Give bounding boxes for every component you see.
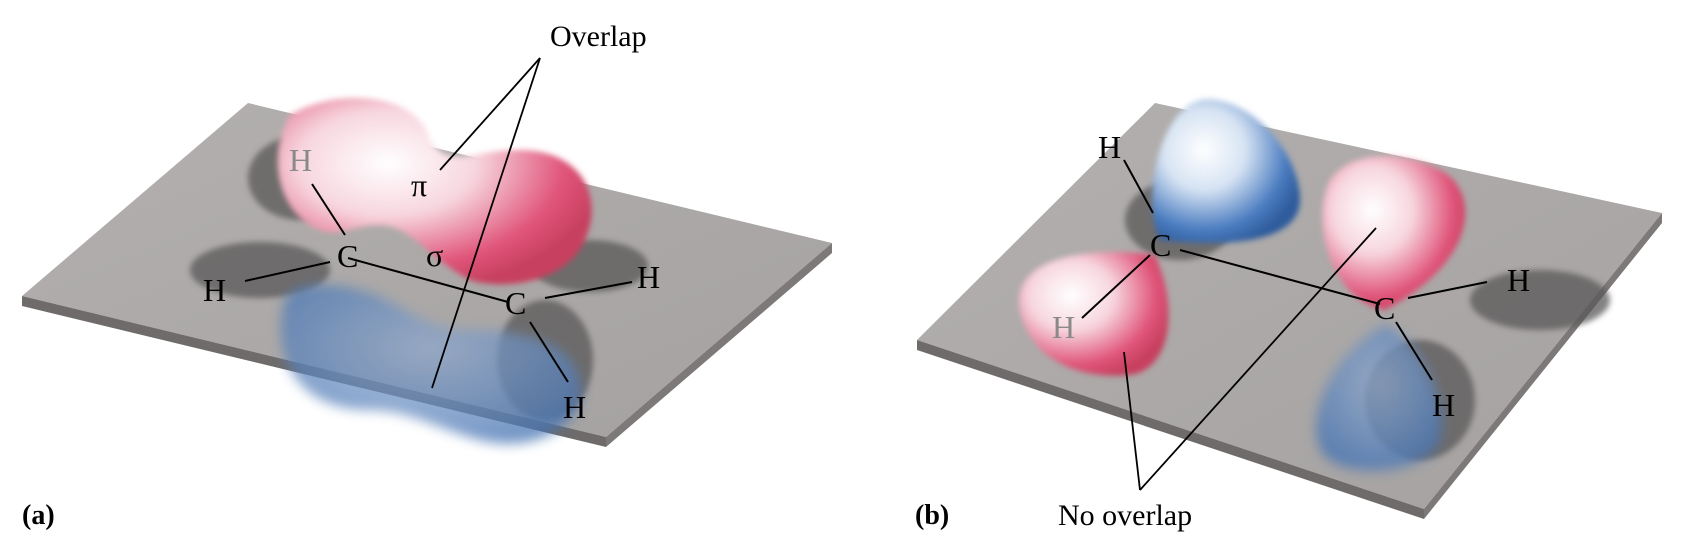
panel-a: Overlap π σ C C H H H H (a) [22, 20, 832, 531]
ch-bond-left-a [244, 261, 331, 282]
ch-bond-right-b [1407, 281, 1488, 299]
no-overlap-leaders [1123, 227, 1377, 491]
ch-bond-front-b [1395, 321, 1433, 381]
ch-bond-back-b [1081, 254, 1151, 319]
hydrogen-top-label: H [1098, 129, 1121, 165]
sigma-bond-label: σ [426, 237, 443, 273]
ch-bond-front-a [529, 321, 569, 383]
no-overlap-callout: No overlap [1058, 499, 1192, 532]
hydrogen-right-label: H [637, 259, 660, 295]
p-orbital-c1-lower [1019, 252, 1169, 376]
hydrogen-back-label-b: H [1052, 309, 1075, 345]
ch-bond-right-a [544, 281, 633, 299]
bonds-a [244, 183, 633, 383]
carbon-1-label-b: C [1150, 227, 1171, 263]
panel-b: H C C H H H No overlap (b) [915, 99, 1662, 532]
bonds-b [1081, 159, 1488, 381]
hydrogen-right-label-b: H [1507, 262, 1530, 298]
carbon-2-label-b: C [1374, 290, 1395, 326]
p-orbital-c2-lower [1316, 325, 1442, 471]
hydrogen-front-label: H [563, 389, 586, 425]
overlap-leaders [431, 57, 541, 389]
hydrogen-back-label: H [289, 142, 312, 178]
overlap-callout: Overlap [550, 20, 647, 53]
hydrogen-left-label: H [203, 272, 226, 308]
p-orbital-c2-upper [1322, 156, 1466, 310]
pi-bond-label: π [411, 167, 427, 203]
pi-lobe-upper [277, 97, 592, 285]
ch-bond-back-a [311, 183, 346, 236]
pi-lobe-lower [281, 284, 582, 444]
panel-b-label: (b) [915, 500, 949, 531]
carbon-1-label: C [337, 238, 358, 274]
p-orbital-c1-upper [1152, 99, 1300, 244]
cc-sigma-bond-b [1179, 249, 1381, 305]
cc-sigma-bond-a [347, 257, 509, 303]
carbon-2-label: C [505, 285, 526, 321]
hydrogen-front-label-b: H [1432, 387, 1455, 423]
panel-a-label: (a) [22, 500, 55, 531]
ch-bond-top-b [1123, 159, 1154, 214]
